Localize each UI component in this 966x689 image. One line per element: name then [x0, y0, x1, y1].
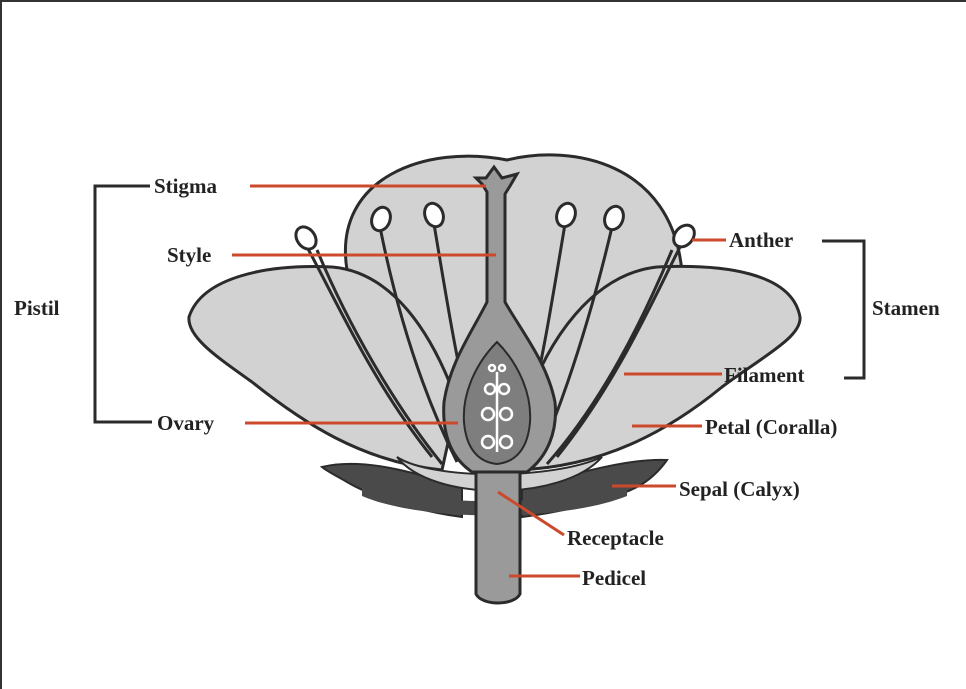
label-stigma: Stigma — [154, 176, 217, 197]
label-style: Style — [167, 245, 211, 266]
stamen-bracket — [822, 241, 864, 378]
label-pedicel: Pedicel — [582, 568, 646, 589]
label-ovary: Ovary — [157, 413, 214, 434]
pedicel-shape — [476, 472, 520, 603]
label-stamen: Stamen — [872, 298, 940, 319]
label-anther: Anther — [729, 230, 793, 251]
anther-shape — [292, 223, 321, 253]
label-receptacle: Receptacle — [567, 528, 664, 549]
label-pistil: Pistil — [14, 298, 60, 319]
label-filament: Filament — [724, 365, 804, 386]
label-petal: Petal (Coralla) — [705, 417, 837, 438]
pistil-bracket — [95, 186, 152, 422]
label-sepal: Sepal (Calyx) — [679, 479, 800, 500]
